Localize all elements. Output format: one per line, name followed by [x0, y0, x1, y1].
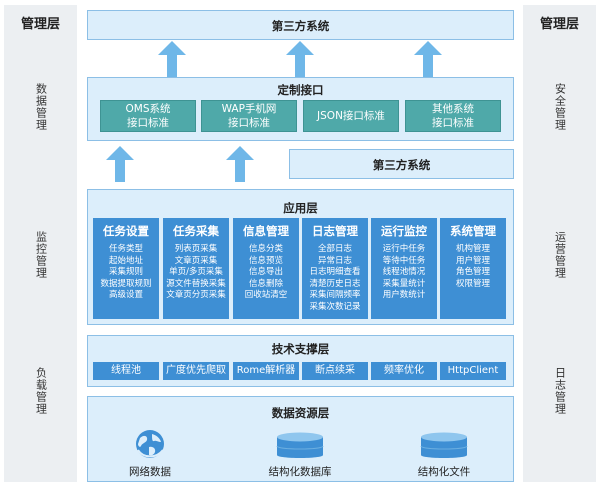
- data-item-structured-file: 结构化文件: [417, 466, 471, 478]
- tech-item-rome-parser: Rome解析器: [233, 362, 299, 380]
- module-info-management: 信息管理 信息分类 信息预览 信息导出 信息删除 回收站清空: [233, 218, 299, 319]
- interface-standard-other: 其他系统 接口标准: [405, 100, 501, 132]
- module-task-settings: 任务设置 任务类型 起始地址 采集规则 数据提取规则 高级设置: [93, 218, 159, 319]
- interface-standard-wap: WAP手机网 接口标准: [201, 100, 297, 132]
- application-layer-title: 应用层: [283, 201, 318, 215]
- right-panel-title: 管理层: [539, 17, 579, 32]
- tech-item-bfs-crawl: 广度优先爬取: [163, 362, 229, 380]
- right-panel-item-operations: 运营管理: [553, 231, 567, 279]
- third-party-system-top: 第三方系统: [87, 10, 514, 40]
- left-panel-title: 管理层: [20, 17, 60, 32]
- data-item-network: 网络数据: [129, 466, 171, 478]
- database-icon: [276, 432, 324, 458]
- tech-item-httpclient: HttpClient: [440, 362, 506, 380]
- left-panel-item-load: 负载管理: [34, 367, 48, 415]
- left-panel-item-data: 数据管理: [34, 83, 48, 131]
- third-party-system-side: 第三方系统: [289, 149, 514, 179]
- module-log-management: 日志管理 全部日志 异常日志 日志明细查看 清楚历史日志 采集间隔频率 采集次数…: [302, 218, 368, 319]
- tech-item-resume-collect: 断点续采: [302, 362, 368, 380]
- interface-standard-json: JSON接口标准: [303, 100, 399, 132]
- right-panel-item-log: 日志管理: [553, 367, 567, 415]
- interface-standard-oms: OMS系统 接口标准: [100, 100, 196, 132]
- module-task-collection: 任务采集 列表页采集 文章页采集 单页/多页采集 源文件替换采集 文章页分页采集: [163, 218, 229, 319]
- arrow-up-icon: [286, 41, 314, 77]
- custom-interface-title: 定制接口: [277, 83, 324, 97]
- module-system-management: 系统管理 机构管理 用户管理 角色管理 权限管理: [440, 218, 506, 319]
- arrow-up-icon: [226, 146, 254, 182]
- tech-item-thread-pool: 线程池: [93, 362, 159, 380]
- tech-support-title: 技术支撑层: [271, 342, 330, 356]
- left-panel-item-monitor: 监控管理: [34, 231, 48, 279]
- left-management-panel: 管理层 数据管理 监控管理 负载管理: [4, 5, 77, 482]
- database-icon: [420, 432, 468, 458]
- arrow-up-icon: [158, 41, 186, 77]
- data-resource-title: 数据资源层: [271, 406, 330, 420]
- right-panel-item-security: 安全管理: [553, 83, 567, 131]
- module-run-monitoring: 运行监控 运行中任务 等待中任务 线程池情况 采集量统计 用户数统计: [371, 218, 437, 319]
- arrow-up-icon: [414, 41, 442, 77]
- right-management-panel: 管理层 安全管理 运营管理 日志管理: [523, 5, 596, 482]
- data-item-structured-db: 结构化数据库: [268, 466, 332, 478]
- globe-icon: [136, 430, 164, 458]
- arrow-up-icon: [106, 146, 134, 182]
- tech-item-frequency-opt: 频率优化: [371, 362, 437, 380]
